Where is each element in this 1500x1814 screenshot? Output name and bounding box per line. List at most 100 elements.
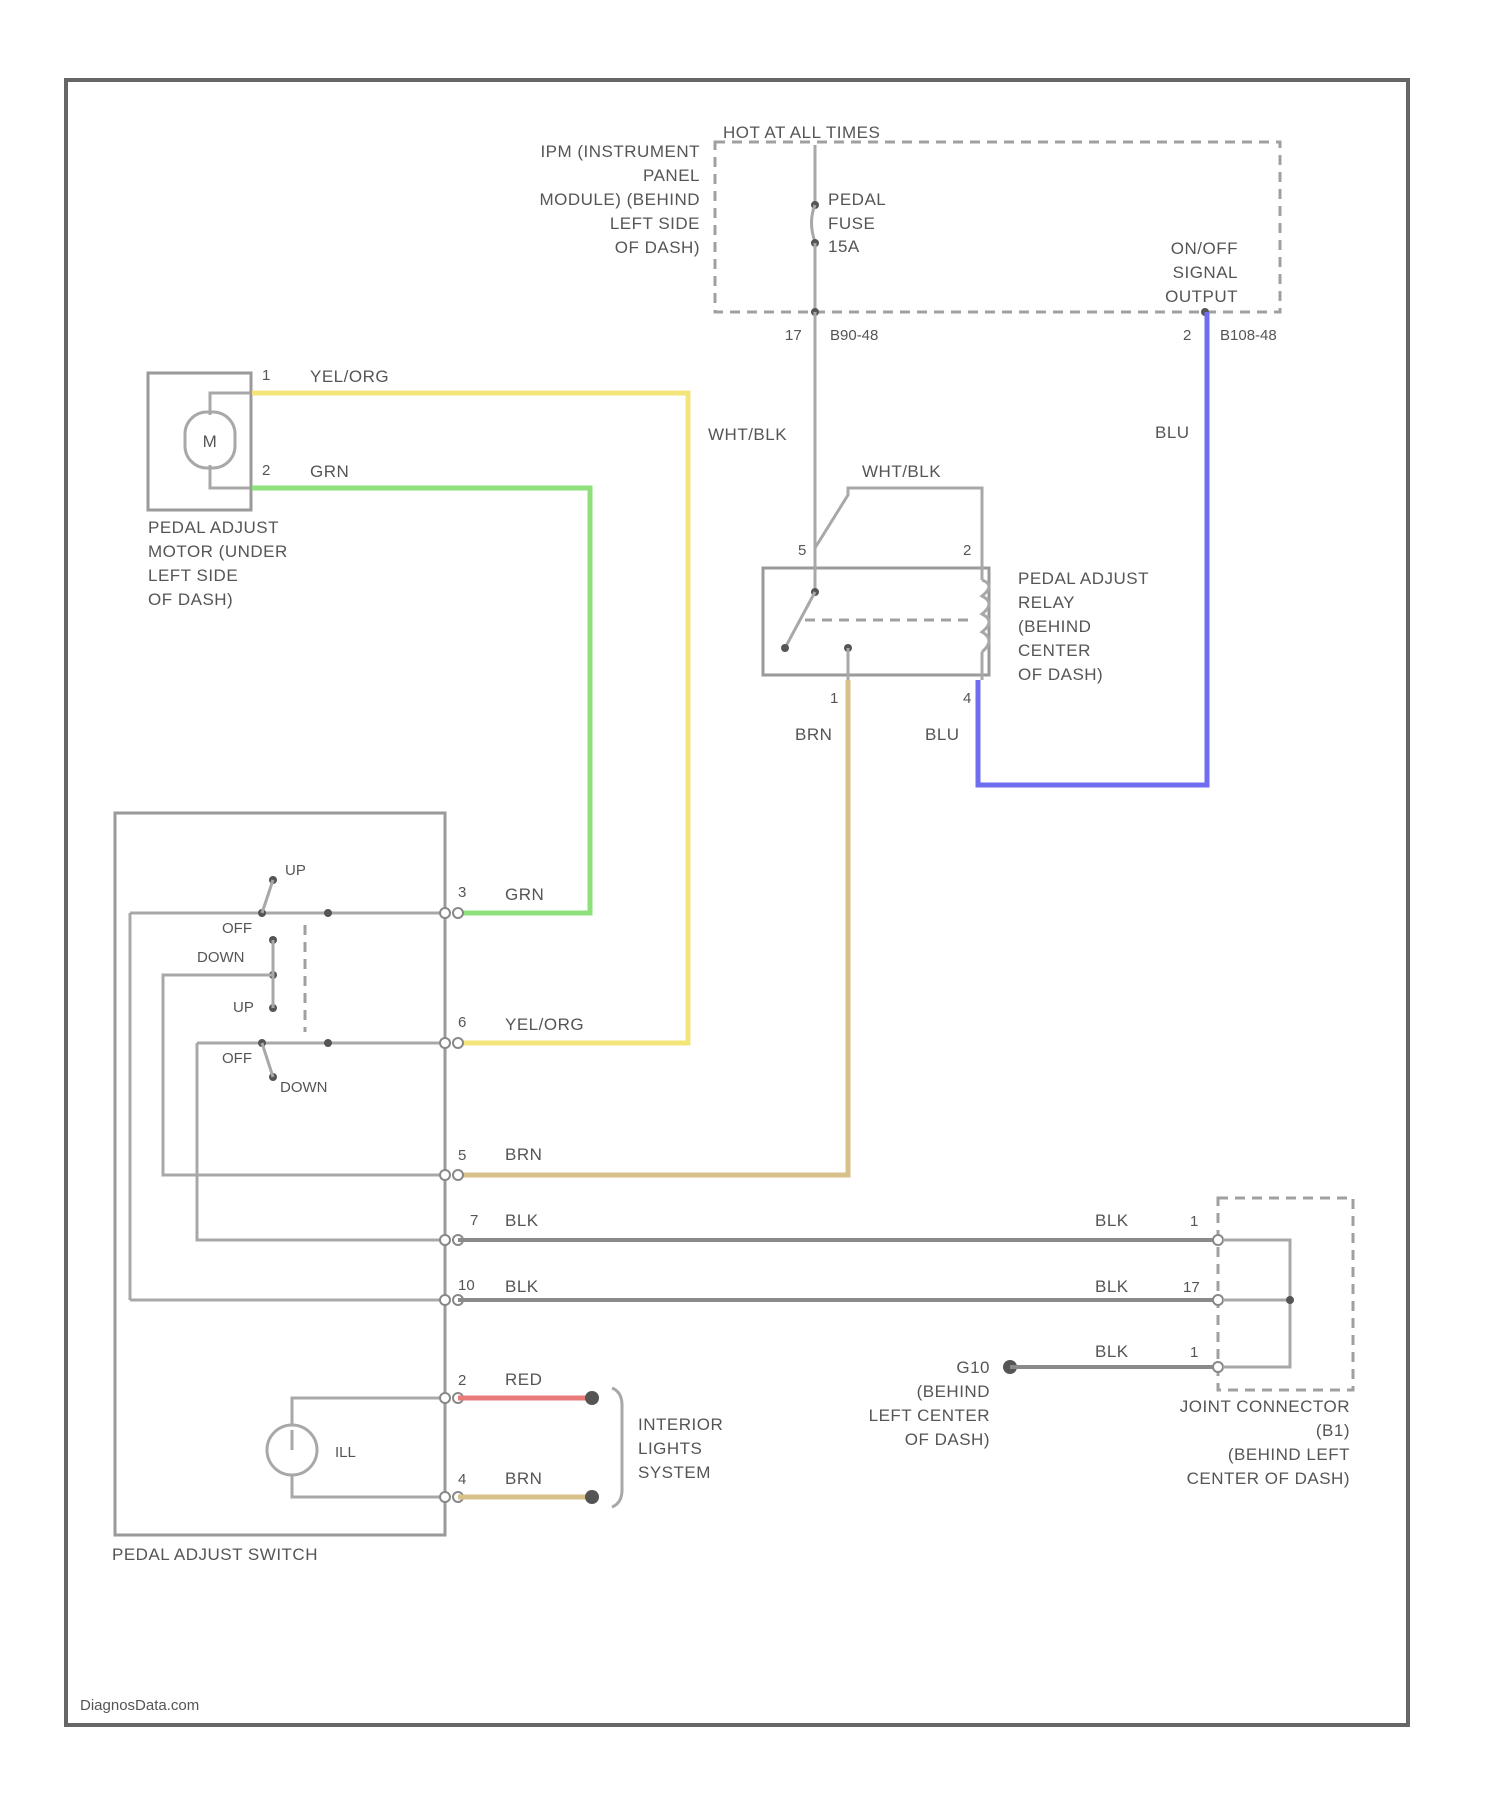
wire-label-wht-blk-2: WHT/BLK <box>862 462 941 481</box>
joint-pin-b-label: 17 <box>1183 1279 1200 1296</box>
wire-label-brn-2: BRN <box>505 1145 542 1164</box>
svg-text:(BEHIND LEFT: (BEHIND LEFT <box>1228 1445 1350 1464</box>
motor-pin-1-label: 1 <box>262 367 270 384</box>
pedal-motor-label: PEDAL ADJUST MOTOR (UNDER LEFT SIDE OF D… <box>148 518 288 609</box>
svg-text:DOWN: DOWN <box>280 1079 328 1096</box>
switch-pin-5-label: 5 <box>458 1147 466 1164</box>
relay-pin-5-label: 5 <box>798 542 806 559</box>
svg-text:PANEL: PANEL <box>643 166 700 185</box>
wire-blu <box>978 312 1207 785</box>
motor-icon: M <box>185 393 250 488</box>
svg-text:SYSTEM: SYSTEM <box>638 1463 711 1482</box>
interior-lights-terminal-red <box>585 1391 599 1405</box>
on-off-signal-label: ON/OFF SIGNAL OUTPUT <box>1165 239 1238 306</box>
svg-text:CENTER OF DASH): CENTER OF DASH) <box>1187 1469 1350 1488</box>
svg-text:M: M <box>203 432 218 451</box>
wire-label-grn-1: GRN <box>310 462 349 481</box>
wire-label-blk-2: BLK <box>1095 1211 1129 1230</box>
wire-label-grn-2: GRN <box>505 885 544 904</box>
svg-text:PEDAL ADJUST: PEDAL ADJUST <box>148 518 279 537</box>
svg-text:DOWN: DOWN <box>197 949 245 966</box>
svg-text:LIGHTS: LIGHTS <box>638 1439 702 1458</box>
wire-brn-relay <box>458 680 848 1175</box>
pedal-fuse-label: PEDAL FUSE 15A <box>828 190 886 256</box>
pedal-fuse <box>811 145 819 312</box>
footer-watermark: DiagnosData.com <box>80 1697 199 1714</box>
svg-text:OUTPUT: OUTPUT <box>1165 287 1238 306</box>
relay-pin-4-label: 4 <box>963 690 971 707</box>
svg-text:CENTER: CENTER <box>1018 641 1091 660</box>
svg-text:INTERIOR: INTERIOR <box>638 1415 723 1434</box>
wire-label-yel-org-2: YEL/ORG <box>505 1015 584 1034</box>
svg-text:IPM (INSTRUMENT: IPM (INSTRUMENT <box>540 142 700 161</box>
joint-connector-bus <box>1213 1235 1294 1372</box>
relay-pin-2-label: 2 <box>963 542 971 559</box>
interior-lights-terminal-brn <box>585 1490 599 1504</box>
ipm-connector-b-label: B108-48 <box>1220 327 1277 344</box>
ipm-module-label: IPM (INSTRUMENT PANEL MODULE) (BEHIND LE… <box>539 142 700 257</box>
svg-text:ILL: ILL <box>335 1444 356 1461</box>
relay-pin-1-label: 1 <box>830 690 838 707</box>
wire-wht-blk-coil <box>815 488 982 548</box>
hot-at-all-times-label: HOT AT ALL TIMES <box>723 123 880 142</box>
wire-label-red: RED <box>505 1370 542 1389</box>
svg-text:OFF: OFF <box>222 1050 252 1067</box>
switch-pin-2-label: 2 <box>458 1372 466 1389</box>
svg-text:(BEHIND: (BEHIND <box>917 1382 990 1401</box>
wire-label-brn-1: BRN <box>795 725 832 744</box>
joint-pin-c-label: 1 <box>1190 1344 1198 1361</box>
switch-pin-10-label: 10 <box>458 1277 475 1294</box>
wire-label-brn-3: BRN <box>505 1469 542 1488</box>
svg-text:LEFT SIDE: LEFT SIDE <box>610 214 700 233</box>
svg-text:OF DASH): OF DASH) <box>615 238 700 257</box>
joint-connector-box <box>1218 1198 1353 1390</box>
joint-connector-label: JOINT CONNECTOR (B1) (BEHIND LEFT CENTER… <box>1180 1397 1350 1488</box>
svg-text:(BEHIND: (BEHIND <box>1018 617 1091 636</box>
wire-label-blu-1: BLU <box>1155 423 1190 442</box>
svg-text:JOINT CONNECTOR: JOINT CONNECTOR <box>1180 1397 1350 1416</box>
svg-text:(B1): (B1) <box>1316 1421 1350 1440</box>
ipm-pin-17-label: 17 <box>785 327 802 344</box>
wire-label-blk-4: BLK <box>1095 1277 1129 1296</box>
svg-text:OF DASH): OF DASH) <box>148 590 233 609</box>
svg-text:OF DASH): OF DASH) <box>1018 665 1103 684</box>
svg-text:SIGNAL: SIGNAL <box>1173 263 1238 282</box>
wire-label-blk-3: BLK <box>505 1277 539 1296</box>
wire-label-blu-2: BLU <box>925 725 960 744</box>
svg-text:G10: G10 <box>956 1358 990 1377</box>
svg-text:ON/OFF: ON/OFF <box>1171 239 1238 258</box>
switch-pin-7-label: 7 <box>470 1212 478 1229</box>
wire-label-blk-5: BLK <box>1095 1342 1129 1361</box>
svg-text:PEDAL: PEDAL <box>828 190 886 209</box>
interior-lights-label: INTERIOR LIGHTS SYSTEM <box>638 1415 723 1482</box>
wire-label-yel-org-1: YEL/ORG <box>310 367 389 386</box>
svg-text:LEFT SIDE: LEFT SIDE <box>148 566 238 585</box>
wire-label-wht-blk-1: WHT/BLK <box>708 425 787 444</box>
ground-g10-label: G10 (BEHIND LEFT CENTER OF DASH) <box>869 1358 990 1449</box>
svg-text:MOTOR (UNDER: MOTOR (UNDER <box>148 542 288 561</box>
svg-text:RELAY: RELAY <box>1018 593 1075 612</box>
wire-label-blk-1: BLK <box>505 1211 539 1230</box>
ipm-pin-2-label: 2 <box>1183 327 1191 344</box>
motor-pin-2-label: 2 <box>262 462 270 479</box>
svg-text:MODULE) (BEHIND: MODULE) (BEHIND <box>539 190 700 209</box>
svg-text:LEFT CENTER: LEFT CENTER <box>869 1406 990 1425</box>
svg-text:UP: UP <box>285 862 306 879</box>
wire-grn <box>252 488 590 913</box>
switch-pin-4-label: 4 <box>458 1471 466 1488</box>
svg-text:OF DASH): OF DASH) <box>905 1430 990 1449</box>
svg-text:UP: UP <box>233 999 254 1016</box>
switch-position-labels: UP OFF DOWN UP OFF DOWN <box>197 862 328 1096</box>
switch-pin-6-label: 6 <box>458 1014 466 1031</box>
svg-text:FUSE: FUSE <box>828 214 875 233</box>
joint-pin-a-label: 1 <box>1190 1213 1198 1230</box>
switch-pin-3-label: 3 <box>458 884 466 901</box>
svg-text:PEDAL ADJUST: PEDAL ADJUST <box>1018 569 1149 588</box>
pedal-switch-label: PEDAL ADJUST SWITCH <box>112 1545 318 1564</box>
interior-lights-bracket <box>612 1388 622 1507</box>
pedal-relay-label: PEDAL ADJUST RELAY (BEHIND CENTER OF DAS… <box>1018 569 1149 684</box>
svg-text:15A: 15A <box>828 237 860 256</box>
ipm-connector-a-label: B90-48 <box>830 327 878 344</box>
svg-text:OFF: OFF <box>222 920 252 937</box>
